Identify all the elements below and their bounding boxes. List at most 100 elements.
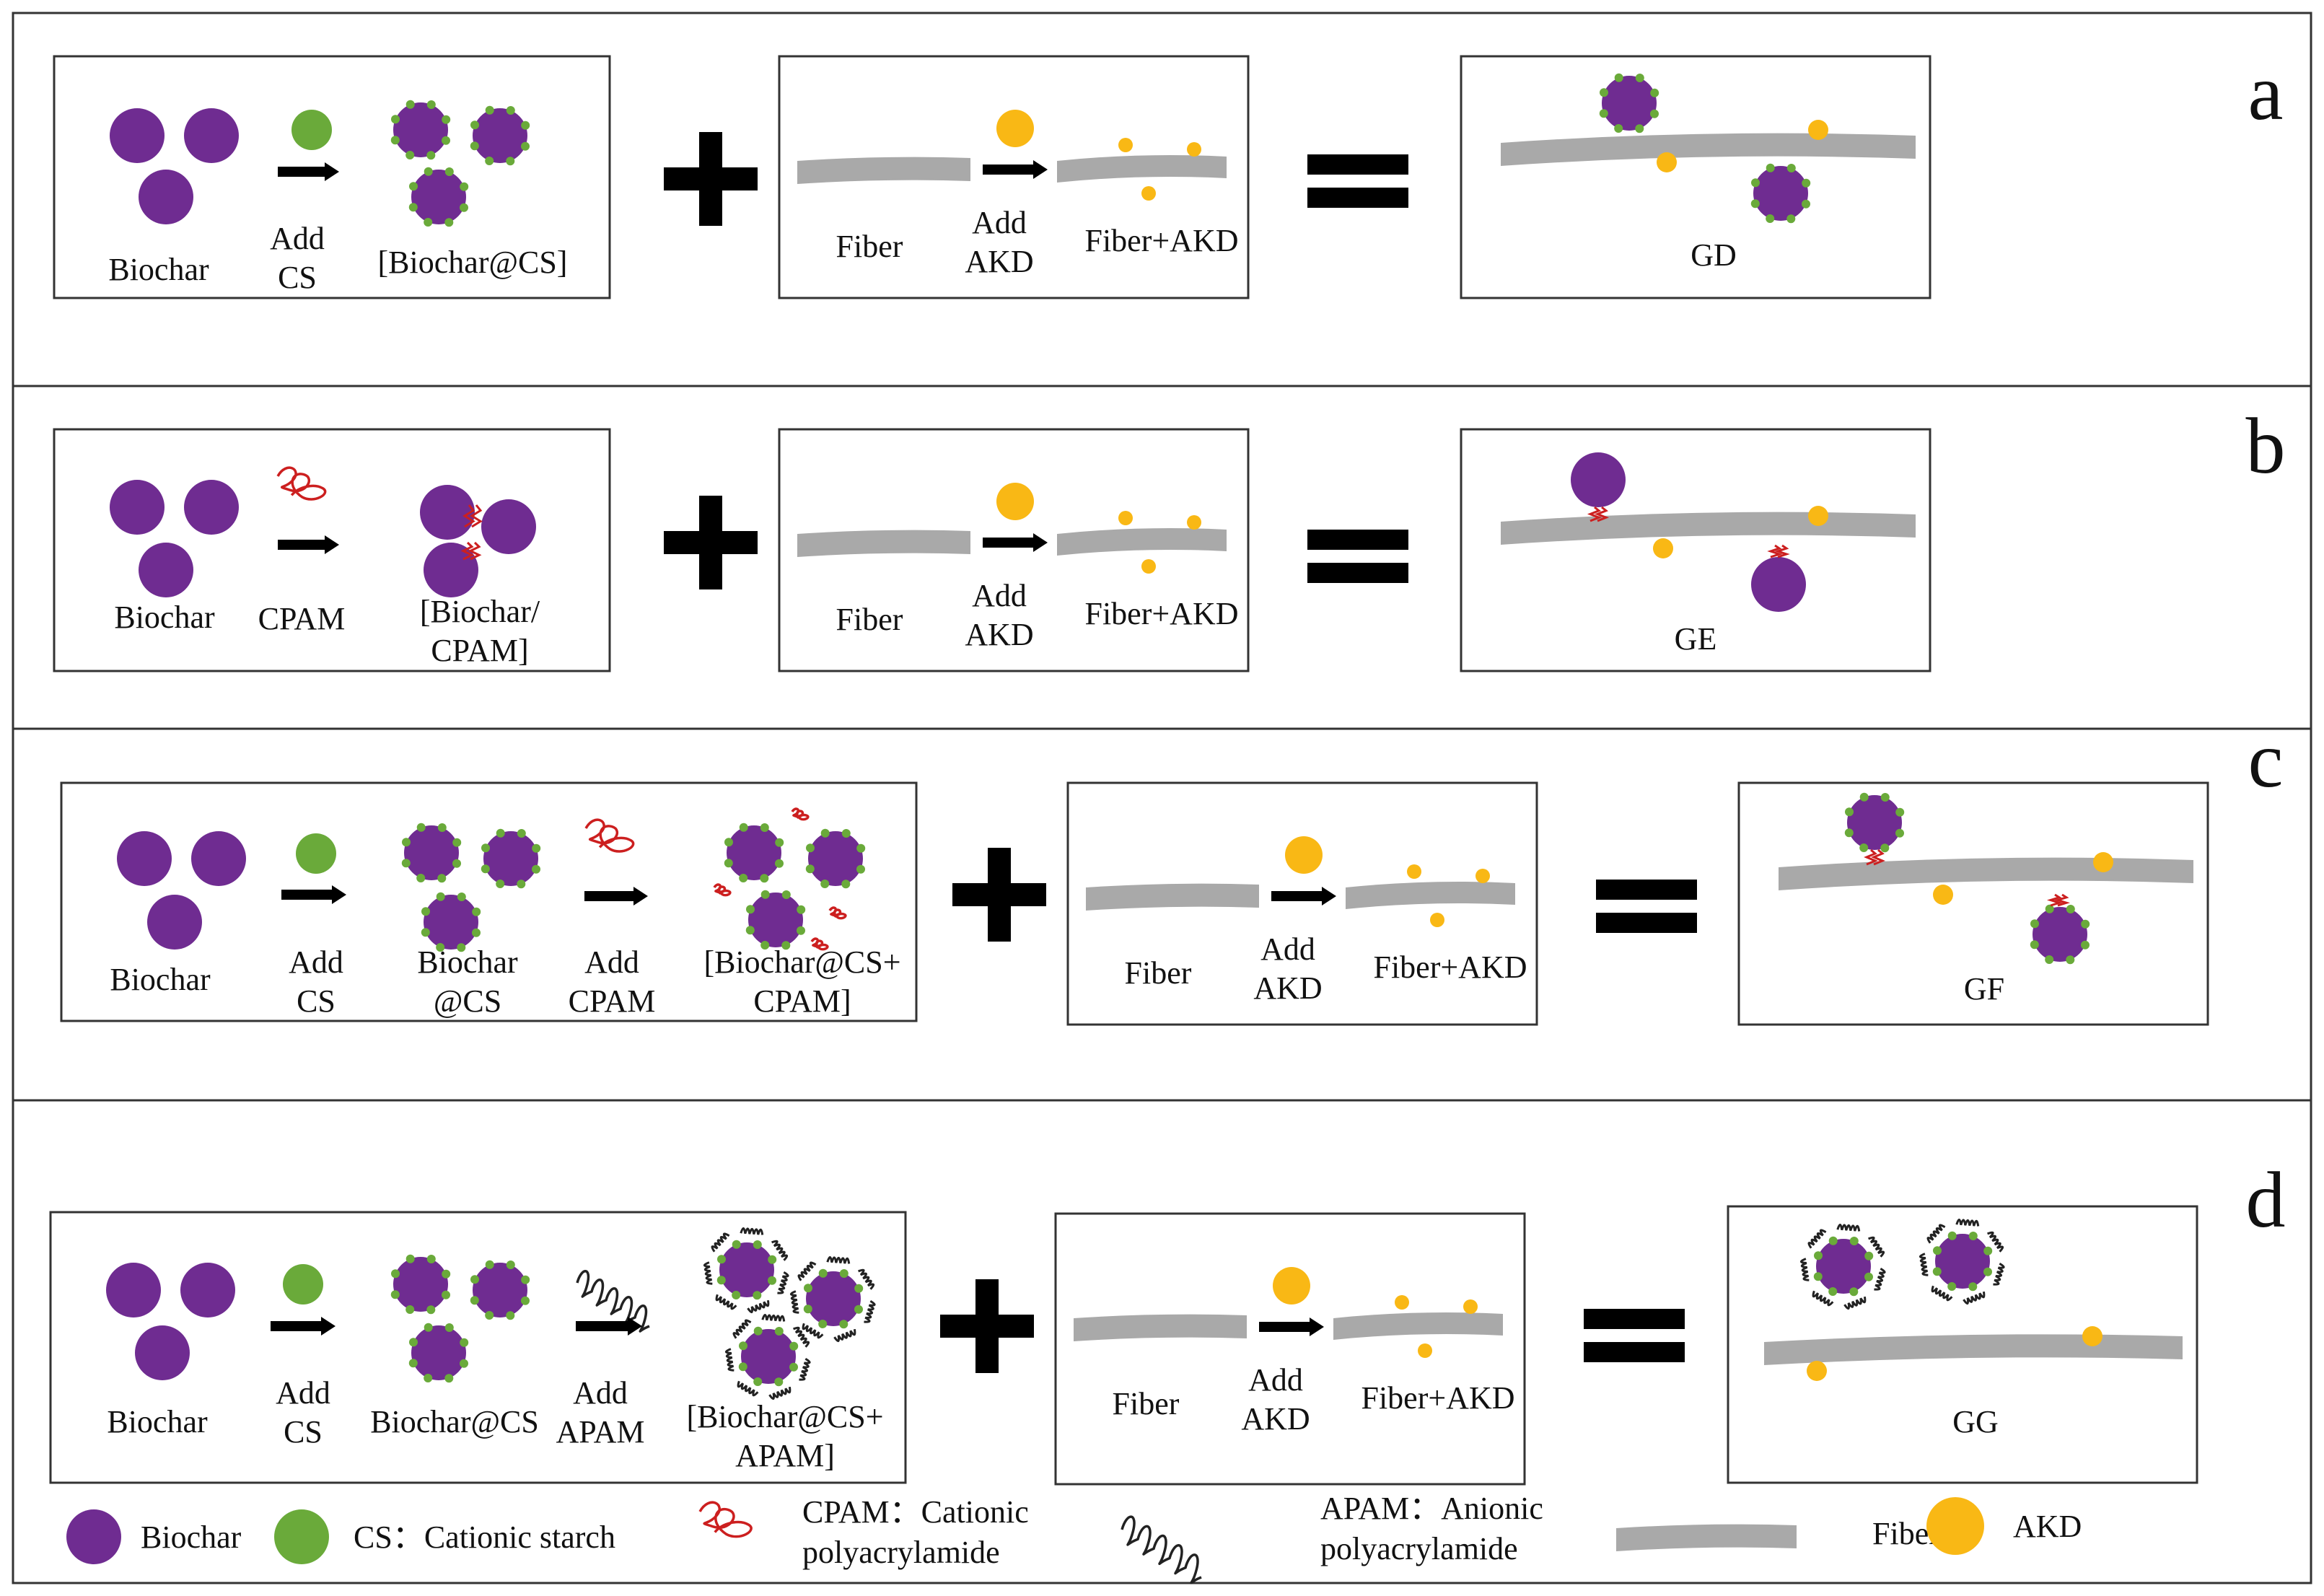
cs-dot (768, 1255, 777, 1264)
cpam-bridge (462, 504, 483, 528)
cs-dot (472, 928, 481, 937)
fiber-icon (1057, 528, 1227, 556)
akd-icon (1187, 515, 1201, 530)
akd-icon (1395, 1295, 1409, 1310)
step-label: CPAM (258, 601, 346, 636)
cs-dot (1864, 1251, 1874, 1260)
biochar-particle (724, 823, 784, 883)
cs-dot (460, 1338, 469, 1347)
arrow-icon (278, 162, 339, 181)
cs-dot (1786, 214, 1796, 224)
cs-dot (1859, 792, 1869, 802)
cs-dot (724, 838, 733, 847)
biochar-icon (1753, 166, 1808, 221)
cs-dot (470, 120, 479, 130)
cs-dot (1635, 73, 1644, 82)
biochar-particle (408, 1323, 469, 1383)
akd-icon (1808, 120, 1828, 140)
fiber-box-frame (778, 55, 1250, 299)
cs-dot (437, 823, 447, 832)
cs-dot (1932, 1267, 1942, 1276)
cs-icon (274, 1509, 329, 1564)
cs-dot (1828, 1287, 1838, 1297)
fiber-box-frame (778, 428, 1250, 672)
cs-dot (470, 1296, 479, 1305)
cs-dot (485, 157, 494, 166)
cs-dot (444, 167, 454, 176)
plus-icon (664, 132, 758, 226)
cs-dot (805, 843, 815, 853)
step-label: [Biochar@CS] (378, 245, 568, 280)
cs-dot (753, 1291, 762, 1300)
apam-icon (576, 1270, 650, 1333)
cs-dot (401, 859, 411, 868)
cs-dot (405, 151, 415, 160)
cs-dot (732, 1240, 741, 1249)
akd-icon (996, 110, 1034, 147)
cs-dot (485, 1311, 494, 1320)
cs-dot (1983, 1267, 1993, 1276)
cs-dot (1750, 178, 1760, 188)
cs-dot (841, 880, 851, 889)
arrow-icon (576, 1317, 642, 1336)
result-label: GG (1952, 1404, 1999, 1439)
cs-dot (1844, 828, 1854, 838)
cs-dot (753, 1240, 762, 1249)
biochar-box-frame (49, 1211, 907, 1484)
cs-dot (818, 1320, 828, 1329)
cs-dot (2045, 955, 2054, 965)
cs-dot (1895, 828, 1905, 838)
cs-dot (760, 941, 770, 950)
biochar-particle (1750, 163, 1811, 224)
cs-dot (506, 157, 515, 166)
cs-dot (506, 105, 515, 115)
cs-dot (390, 115, 400, 124)
cs-dot (521, 1296, 530, 1305)
step-label: [Biochar/CPAM] (420, 594, 540, 668)
cs-dot (1932, 1246, 1942, 1255)
akd-icon (1407, 864, 1421, 879)
cpam-bridge (1587, 506, 1610, 522)
fiber-akd-label: Fiber+AKD (1361, 1380, 1514, 1416)
cs-dot (1813, 1272, 1823, 1281)
biochar-icon (411, 170, 466, 224)
akd-icon (1933, 885, 1953, 905)
biochar-icon (117, 831, 172, 886)
cs-dot (841, 828, 851, 838)
cs-dot (481, 843, 490, 853)
cs-dot (820, 828, 830, 838)
arrow-icon (1259, 1317, 1324, 1336)
cs-dot (532, 843, 541, 853)
cs-icon (296, 833, 336, 874)
step-label: [Biochar@CS+APAM] (686, 1399, 883, 1473)
cs-dot (1828, 1236, 1838, 1245)
akd-icon (1926, 1497, 1984, 1555)
cs-dot (521, 141, 530, 151)
biochar-particle (401, 823, 462, 883)
biochar-icon (481, 499, 536, 554)
step-label: Biochar (107, 1404, 208, 1439)
cs-dot (2081, 940, 2090, 950)
fiber-icon (1764, 1334, 2183, 1365)
akd-icon (1807, 1361, 1827, 1381)
cs-dot (789, 1341, 799, 1351)
cs-dot (738, 1362, 747, 1372)
cs-dot (789, 1362, 799, 1372)
cs-dot (517, 880, 526, 889)
fiber-label: Fiber (1113, 1386, 1180, 1421)
cs-dot (1802, 178, 1811, 188)
cs-dot (405, 1305, 415, 1315)
cs-dot (424, 167, 433, 176)
biochar-icon (139, 543, 193, 597)
akd-icon (1808, 506, 1828, 526)
cs-dot (472, 907, 481, 916)
